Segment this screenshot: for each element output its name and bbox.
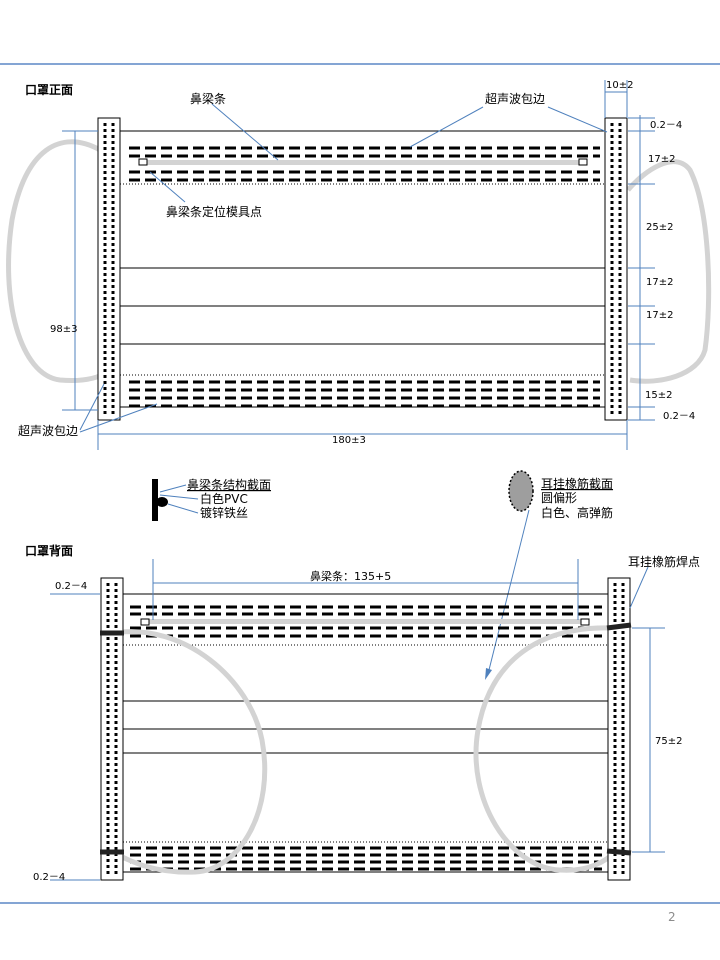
dim-width-text: 180±3 bbox=[332, 435, 366, 446]
dim-top-width-text: 10±2 bbox=[606, 80, 633, 91]
back-left-ear-loop bbox=[110, 629, 268, 875]
dim-right-1: 0.2－4 bbox=[650, 120, 682, 131]
front-mold-point-right bbox=[578, 158, 588, 166]
front-nose-wire bbox=[140, 160, 585, 165]
ear-section-material: 白色、高弹筋 bbox=[541, 505, 613, 520]
dim-right-stack bbox=[628, 115, 655, 421]
nose-section-bar bbox=[152, 479, 158, 521]
label-nose-mold-point: 鼻梁条定位模具点 bbox=[166, 204, 262, 219]
dim-back-right bbox=[632, 627, 665, 853]
back-bottom-weld-rows bbox=[130, 846, 602, 871]
dim-height-text: 98±3 bbox=[50, 324, 77, 335]
dim-nose-length-text: 鼻梁条：135+5 bbox=[310, 569, 391, 583]
nose-wire-section: 鼻梁条结构截面 白色PVC 镀锌铁丝 bbox=[152, 477, 271, 521]
dim-right-7: 0.2－4 bbox=[663, 411, 695, 422]
ear-loop-section: 耳挂橡筋截面 圆偏形 白色、高弹筋 bbox=[485, 470, 613, 680]
back-right-edge-band bbox=[607, 577, 631, 881]
label-weld-point: 耳挂橡筋焊点 bbox=[628, 554, 700, 569]
nose-section-wire bbox=[156, 497, 168, 507]
dim-height bbox=[62, 130, 98, 411]
front-mold-point-left bbox=[138, 158, 148, 166]
dim-back-left bbox=[50, 593, 100, 881]
front-left-ear-loop bbox=[6, 139, 110, 383]
dim-back-top-left: 0.2－4 bbox=[55, 581, 87, 592]
dim-right-3: 25±2 bbox=[646, 222, 673, 233]
label-ultrasonic-top: 超声波包边 bbox=[485, 91, 545, 106]
label-nose-wire: 鼻梁条 bbox=[190, 91, 226, 106]
dim-back-bottom-left: 0.2－4 bbox=[33, 872, 65, 883]
dim-nose-length bbox=[152, 559, 579, 620]
front-title: 口罩正面 bbox=[25, 83, 73, 97]
ear-section-shape: 圆偏形 bbox=[541, 490, 577, 505]
weld-point-right-bottom bbox=[606, 848, 632, 856]
back-nose-wire bbox=[146, 619, 581, 624]
front-view: 口罩正面 bbox=[6, 80, 712, 450]
nose-section-pvc: 白色PVC bbox=[200, 491, 248, 506]
nose-section-wire-label: 镀锌铁丝 bbox=[200, 506, 248, 520]
dim-back-right-text: 75±2 bbox=[655, 736, 682, 747]
dim-right-4: 17±2 bbox=[646, 277, 673, 288]
nose-section-title: 鼻梁条结构截面 bbox=[187, 477, 271, 492]
back-top-weld-rows bbox=[130, 605, 602, 638]
dim-width bbox=[97, 420, 628, 450]
ear-section-ellipse bbox=[508, 470, 534, 512]
page-number: 2 bbox=[668, 910, 676, 924]
back-view: 口罩背面 bbox=[25, 543, 700, 883]
front-left-edge-band bbox=[97, 117, 121, 421]
front-top-weld-rows bbox=[129, 146, 600, 182]
dim-right-6: 15±2 bbox=[645, 390, 672, 401]
front-leaders bbox=[79, 103, 608, 433]
dim-top-width bbox=[604, 80, 628, 118]
dim-right-5: 17±2 bbox=[646, 310, 673, 321]
dim-right-2: 17±2 bbox=[648, 154, 675, 165]
back-left-edge-band bbox=[100, 577, 124, 881]
front-bottom-weld-rows bbox=[129, 380, 600, 408]
label-ultrasonic-bottom: 超声波包边 bbox=[18, 423, 78, 438]
front-right-ear-loop bbox=[626, 159, 712, 384]
front-right-edge-band bbox=[604, 117, 628, 421]
back-right-ear-loop bbox=[473, 625, 617, 873]
back-title: 口罩背面 bbox=[25, 543, 73, 558]
ear-section-title: 耳挂橡筋截面 bbox=[541, 476, 613, 491]
weld-point-right-top bbox=[606, 622, 632, 631]
